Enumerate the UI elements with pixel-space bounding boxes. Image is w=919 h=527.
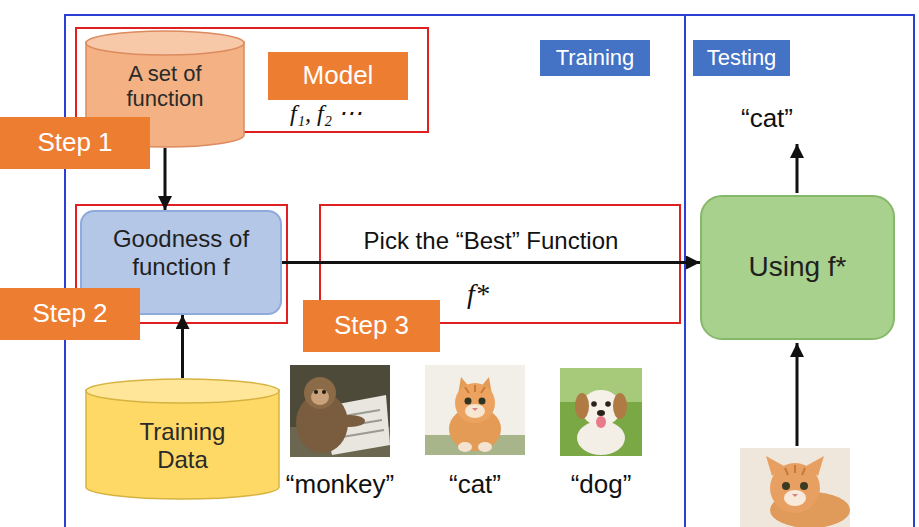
- function-list: f₁, f₂ ⋯: [290, 100, 362, 128]
- puppy-photo: [575, 393, 589, 419]
- cat-photo: [782, 482, 790, 490]
- monkey-photo: [322, 390, 326, 394]
- node-text: Testing: [707, 45, 777, 70]
- class-label: “dog”: [571, 470, 632, 500]
- output-label: “cat”: [741, 104, 793, 134]
- kitten-photo: [478, 442, 492, 452]
- cat-photo: [740, 448, 850, 527]
- kitten-photo: [425, 365, 525, 455]
- monkey-photo: [304, 377, 336, 409]
- phase-tag: Testing: [693, 40, 790, 76]
- kitten-photo: [479, 398, 486, 405]
- kitten-photo: [425, 365, 525, 455]
- edge-label: Pick the “Best” Function: [361, 227, 622, 255]
- phase-tag: Training: [540, 40, 650, 76]
- step-tag: Step 1: [0, 117, 150, 169]
- class-label: “monkey”: [286, 470, 394, 500]
- puppy-photo: [605, 401, 611, 407]
- puppy-photo: [613, 393, 627, 419]
- monkey-photo: [342, 430, 384, 437]
- output-arrow: [796, 144, 799, 193]
- connector-arrow: [164, 148, 167, 210]
- puppy-photo: [560, 368, 642, 456]
- monkey-photo: [290, 365, 390, 457]
- input-arrow: [796, 343, 799, 446]
- cat-photo: [784, 490, 806, 506]
- process-box: Using f*: [700, 195, 895, 340]
- data-cylinder: Training Data: [85, 378, 280, 500]
- cylinder-body: [86, 390, 279, 499]
- training-frame: [65, 15, 685, 527]
- cylinder-top: [86, 379, 279, 403]
- model-tag: Model: [268, 52, 408, 100]
- monkey-photo: [335, 415, 365, 427]
- cat-photo: [800, 482, 808, 490]
- cat-photo: [770, 463, 820, 513]
- node-text: Step 2: [32, 299, 107, 329]
- monkey-photo: [311, 389, 329, 405]
- kitten-photo: [465, 398, 472, 405]
- monkey-photo: [314, 390, 318, 394]
- class-label: “cat”: [449, 470, 501, 500]
- node-text: Goodness of function f: [94, 225, 269, 280]
- node-text: Using f*: [748, 251, 846, 283]
- testing-frame: [685, 15, 914, 527]
- node-text: Training Data: [118, 418, 248, 473]
- kitten-photo: [455, 383, 495, 423]
- cylinder-top: [86, 31, 244, 55]
- node-text: Step 1: [37, 128, 112, 158]
- step-tag: Step 3: [303, 300, 440, 352]
- step-tag: Step 2: [0, 288, 140, 340]
- puppy-photo: [597, 410, 605, 416]
- puppy-photo: [596, 416, 606, 428]
- kitten-photo: [472, 408, 478, 411]
- kitten-photo: [465, 385, 485, 393]
- cat-photo: [740, 448, 850, 527]
- connector-arrow: [282, 261, 700, 264]
- connector-arrow: [181, 315, 184, 378]
- cat-photo: [785, 465, 805, 475]
- node-text: Model: [303, 61, 374, 91]
- puppy-photo: [560, 368, 642, 456]
- node-text: Step 3: [334, 311, 409, 341]
- math-symbol: f*: [467, 278, 489, 310]
- kitten-photo: [465, 404, 485, 418]
- node-text: Training: [556, 45, 635, 70]
- monkey-photo: [290, 365, 390, 457]
- node-text: A set of function: [100, 61, 230, 112]
- puppy-photo: [591, 401, 597, 407]
- cat-photo: [792, 494, 798, 497]
- kitten-photo: [458, 442, 472, 452]
